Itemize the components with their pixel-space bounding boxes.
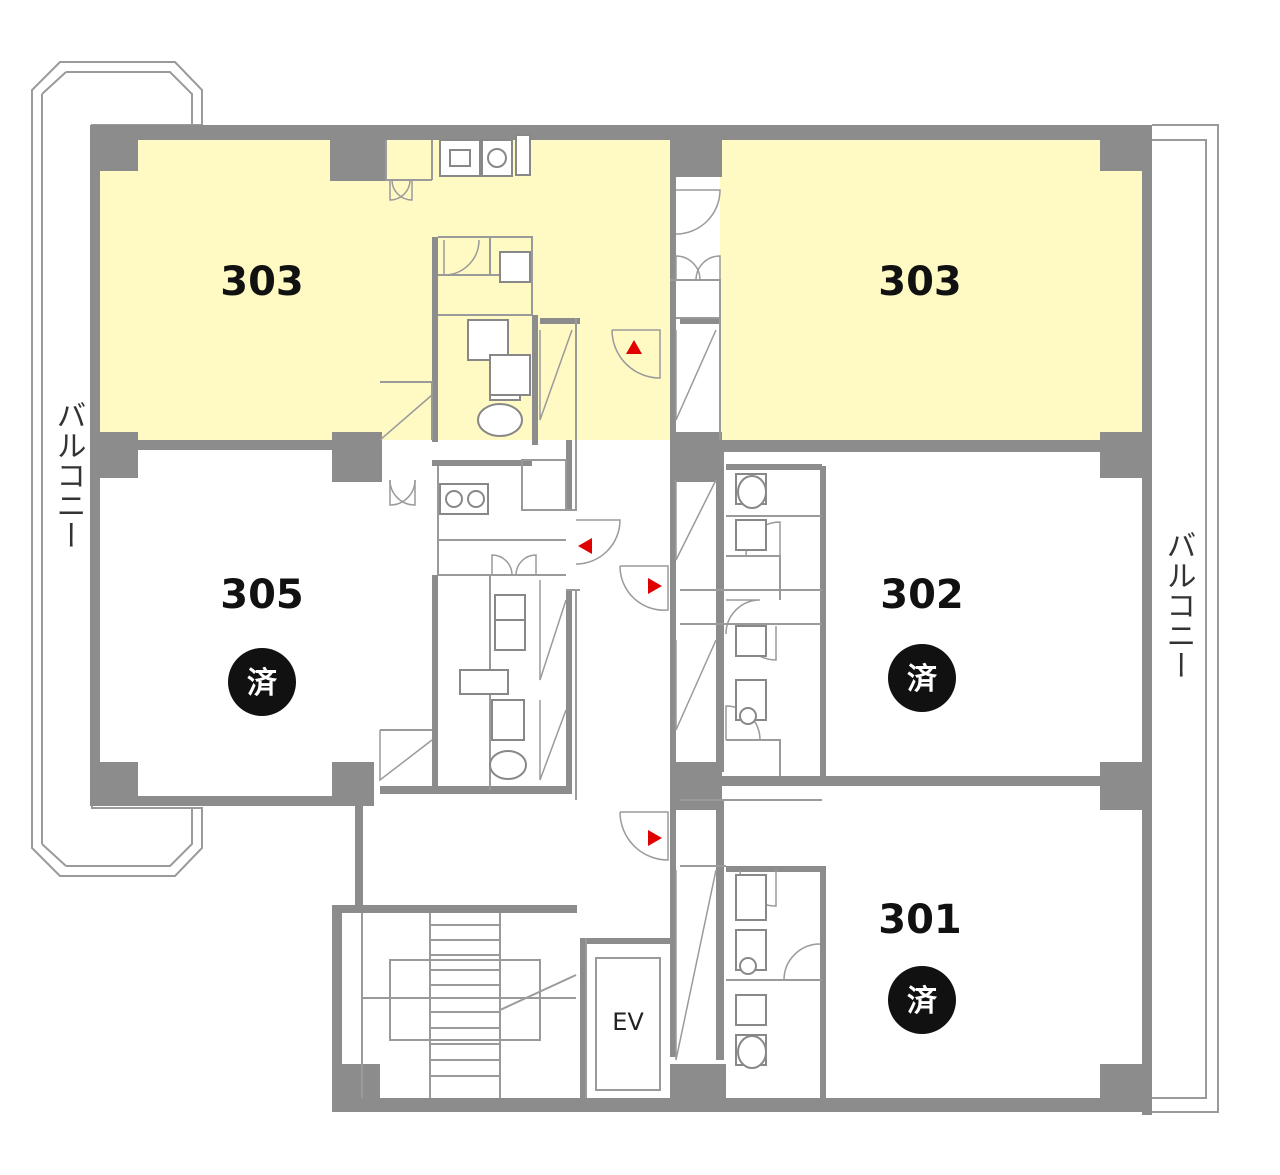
room-303-left-area	[92, 140, 670, 440]
entrance-arrow-icon	[578, 538, 592, 554]
room-301-badge-text: 済	[907, 984, 938, 1019]
room-305-badge-text: 済	[247, 666, 278, 701]
walls	[90, 125, 1152, 1115]
room-303-left-label: 303	[220, 259, 304, 305]
fixtures	[439, 134, 767, 1069]
room-302-badge-text: 済	[907, 662, 938, 697]
room-301-label: 301	[878, 897, 962, 943]
balcony-right	[1152, 124, 1219, 1113]
room-305-label: 305	[220, 572, 304, 618]
balcony-left	[31, 61, 203, 877]
stair-icon	[361, 913, 577, 1098]
room-303-right-area	[720, 140, 1152, 440]
room-301-area	[822, 800, 1152, 1102]
balcony-right-label: バルコニー	[1161, 530, 1196, 680]
entrance-arrows	[578, 340, 662, 846]
balcony-left-label: バルコニー	[51, 400, 86, 550]
room-303-right-label: 303	[878, 259, 962, 305]
entrance-arrow-icon	[648, 578, 662, 594]
room-305-area	[92, 466, 432, 796]
room-302-label: 302	[880, 572, 964, 618]
room-301-status-badge: 済	[888, 966, 956, 1034]
entrance-arrow-icon	[626, 340, 642, 354]
room-305-status-badge: 済	[228, 648, 296, 716]
room-302-area	[822, 466, 1152, 776]
entrance-arrow-icon	[648, 830, 662, 846]
room-302-status-badge: 済	[888, 644, 956, 712]
elevator-label: EV	[612, 1008, 644, 1036]
